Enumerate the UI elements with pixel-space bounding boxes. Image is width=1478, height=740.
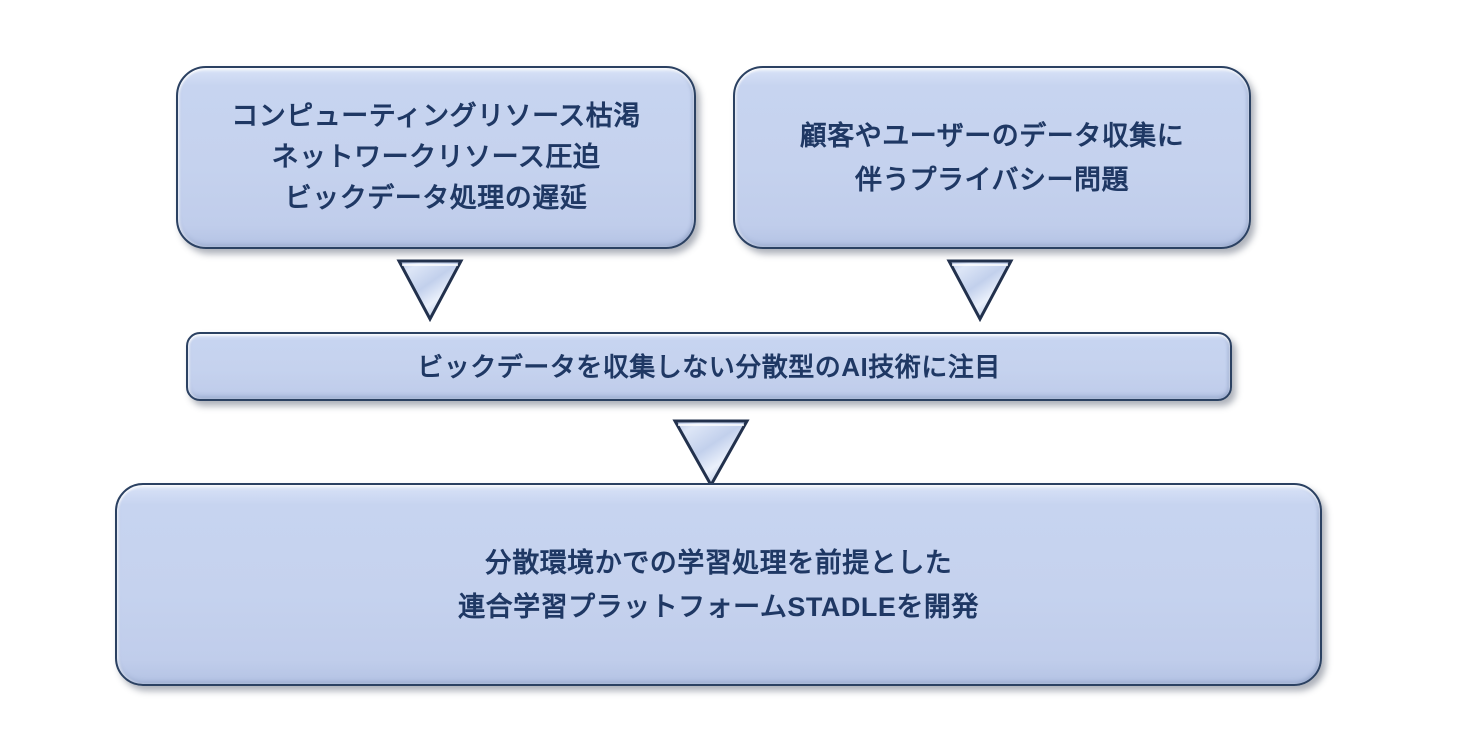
down-arrow-icon [672,418,750,488]
node-distributed-ai-focus: ビックデータを収集しない分散型のAI技術に注目 [186,332,1232,401]
node-stadle-development-label: 分散環境かでの学習処理を前提とした 連合学習プラットフォームSTADLEを開発 [458,547,979,622]
node-privacy-problems: 顧客やユーザーのデータ収集に 伴うプライバシー問題 [733,66,1251,249]
down-arrow-icon [396,258,464,322]
node-compute-resource-problems-label: コンピューティングリソース枯渇 ネットワークリソース圧迫 ビックデータ処理の遅延 [231,101,641,213]
node-compute-resource-problems: コンピューティングリソース枯渇 ネットワークリソース圧迫 ビックデータ処理の遅延 [176,66,696,249]
node-distributed-ai-focus-label: ビックデータを収集しない分散型のAI技術に注目 [417,351,1001,382]
down-arrow-icon [946,258,1014,322]
node-privacy-problems-label: 顧客やユーザーのデータ収集に 伴うプライバシー問題 [799,120,1185,195]
node-stadle-development: 分散環境かでの学習処理を前提とした 連合学習プラットフォームSTADLEを開発 [115,483,1322,686]
